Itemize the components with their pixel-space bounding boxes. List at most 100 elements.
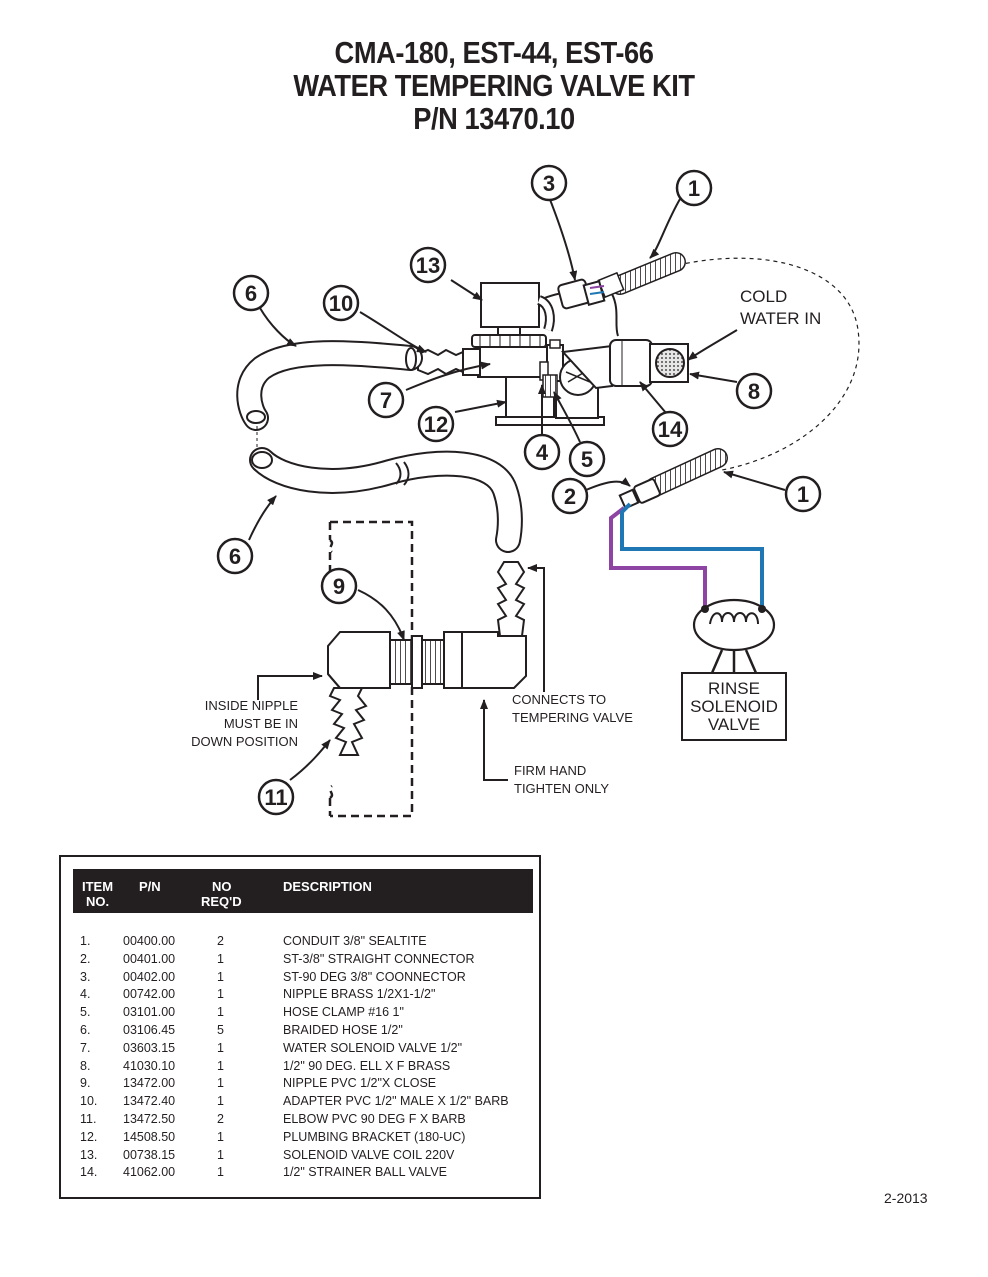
row-req: 1: [217, 987, 224, 1002]
row-desc: ST-90 DEG 3/8" COONNECTOR: [283, 969, 466, 984]
callout-9-number: 9: [333, 574, 345, 599]
solenoid-coil: [471, 282, 555, 348]
cold-water-label-line2: WATER IN: [740, 309, 821, 328]
elbow-pvc-left: [327, 631, 391, 756]
row-pn: 03101.00: [123, 1005, 176, 1020]
wire-blue: [620, 502, 764, 608]
callout-14-number: 14: [658, 417, 683, 442]
row-desc: 1/2" STRAINER BALL VALVE: [283, 1165, 447, 1180]
row-item: 6.: [80, 1022, 91, 1037]
callout-13: 13: [409, 246, 447, 284]
row-pn: 41062.00: [123, 1165, 176, 1180]
callout-8: 8: [735, 372, 773, 410]
row-req: 1: [217, 1165, 224, 1180]
callout-9: 9: [320, 567, 358, 605]
table-row: 14. 41062.00 1 1/2" STRAINER BALL VALVE: [61, 1164, 539, 1182]
callout-11-number: 11: [264, 785, 287, 810]
rinse-label-line1: RINSE: [708, 679, 760, 698]
row-req: 1: [217, 969, 224, 984]
braided-hose-lower: [249, 447, 523, 553]
wire-purple: [609, 506, 707, 608]
header-item-line2: NO.: [86, 894, 110, 909]
row-req: 2: [217, 934, 224, 948]
callout-2: 2: [551, 477, 589, 515]
header-req-line1: NO: [212, 879, 232, 894]
row-req: 1: [217, 1094, 224, 1109]
callout-14: 14: [651, 410, 689, 448]
row-req: 1: [217, 1040, 224, 1055]
callout-12: 12: [417, 405, 455, 443]
rinse-solenoid-symbol: [681, 598, 787, 741]
row-desc: ADAPTER PVC 1/2" MALE X 1/2" BARB: [283, 1094, 509, 1109]
parts-list-table: ITEM NO. P/N NO REQ'D DESCRIPTION 1. 0040…: [59, 855, 541, 1199]
row-pn: 41030.10: [123, 1058, 176, 1073]
row-item: 5.: [80, 1005, 91, 1020]
row-desc: ST-3/8" STRAIGHT CONNECTOR: [283, 951, 475, 966]
callout-13-number: 13: [416, 253, 440, 278]
callout-10-number: 10: [329, 291, 353, 316]
row-pn: 00401.00: [123, 951, 176, 966]
row-pn: 13472.50: [123, 1111, 176, 1126]
barb-adapter: [417, 348, 464, 376]
row-item: 8.: [80, 1058, 91, 1073]
callout-12-number: 12: [424, 412, 448, 437]
leader-lines: [248, 196, 786, 781]
row-desc: 1/2" 90 DEG. ELL X F BRASS: [283, 1058, 451, 1073]
inside-nipple-label-line1: INSIDE NIPPLE: [205, 698, 299, 713]
row-item: 9.: [80, 1076, 91, 1091]
revision-date: 2-2013: [884, 1190, 928, 1206]
connects-label-line1: CONNECTS TO: [512, 692, 606, 707]
row-pn: 00400.00: [123, 934, 176, 948]
nipple-pvc-close: [389, 635, 445, 689]
row-pn: 14508.50: [123, 1129, 176, 1144]
row-pn: 13472.40: [123, 1094, 176, 1109]
callout-1-lower-number: 1: [797, 482, 809, 507]
header-req: NO REQ'D: [201, 879, 242, 909]
callout-6-upper: 6: [232, 274, 270, 312]
row-req: 1: [217, 1005, 224, 1020]
conduit-dashed-path: [677, 257, 860, 471]
callout-1-upper: 1: [675, 169, 713, 207]
row-item: 14.: [80, 1165, 98, 1180]
conduit-upper: [597, 252, 686, 299]
title-line-3: P/N 13470.10: [413, 101, 575, 136]
header-description: DESCRIPTION: [283, 879, 372, 894]
callout-2-number: 2: [564, 484, 576, 509]
row-item: 4.: [80, 987, 91, 1002]
row-item: 3.: [80, 969, 91, 984]
elbow-pvc-right: [443, 561, 527, 689]
parts-table-header: ITEM NO. P/N NO REQ'D DESCRIPTION: [73, 869, 533, 913]
row-pn: 03106.45: [123, 1022, 176, 1037]
water-solenoid-valve: [462, 346, 555, 418]
row-desc: BRAIDED HOSE 1/2": [283, 1022, 403, 1037]
row-item: 11.: [80, 1111, 97, 1126]
callout-6-upper-number: 6: [245, 281, 257, 306]
row-desc: CONDUIT 3/8" SEALTITE: [283, 934, 427, 948]
header-item: ITEM NO.: [82, 879, 113, 909]
strainer-ball-valve: [559, 339, 653, 396]
firm-hand-label-line2: TIGHTEN ONLY: [514, 781, 609, 796]
row-req: 5: [217, 1022, 224, 1037]
callout-7: 7: [367, 381, 405, 419]
row-desc: HOSE CLAMP #16 1": [283, 1005, 404, 1020]
title-line-2: WATER TEMPERING VALVE KIT: [293, 68, 695, 103]
row-pn: 00742.00: [123, 987, 176, 1002]
row-desc: WATER SOLENOID VALVE 1/2": [283, 1040, 463, 1055]
callout-10: 10: [322, 284, 360, 322]
row-item: 1.: [80, 934, 91, 948]
inside-nipple-label-line2: MUST BE IN: [224, 716, 298, 731]
row-req: 2: [217, 1111, 224, 1126]
row-req: 1: [217, 951, 224, 966]
callout-7-number: 7: [380, 388, 392, 413]
braided-hose-upper: [236, 340, 423, 431]
title-line-1: CMA-180, EST-44, EST-66: [334, 35, 654, 70]
row-desc: SOLENOID VALVE COIL 220V: [283, 1147, 455, 1162]
callout-3-number: 3: [543, 171, 555, 196]
